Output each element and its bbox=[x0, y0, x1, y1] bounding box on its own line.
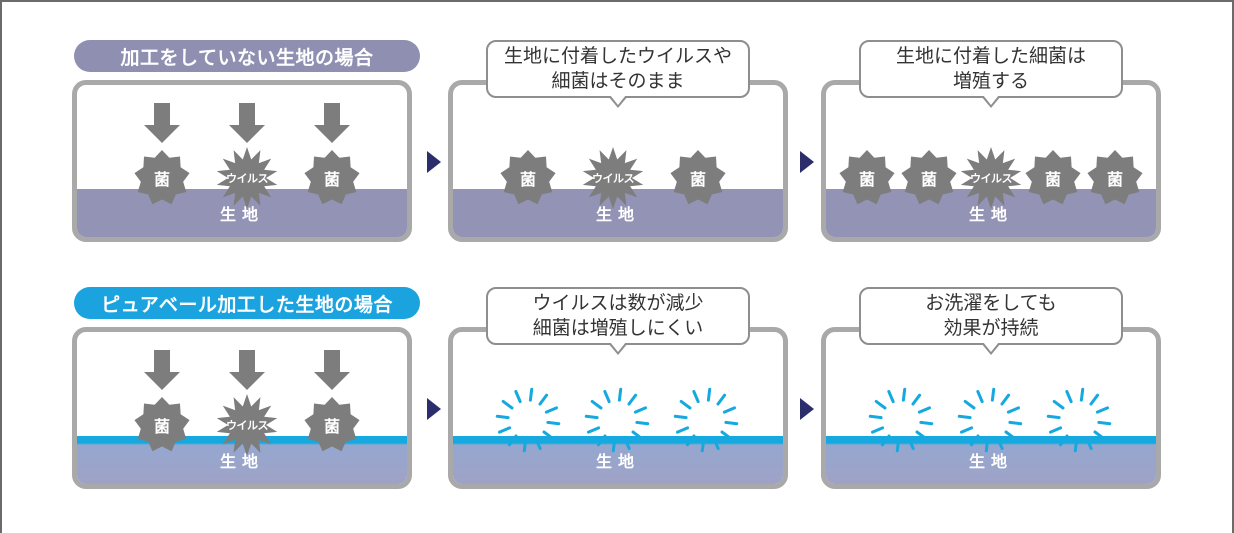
step-arrow bbox=[800, 398, 814, 420]
treated-title: ピュアベール加工した生地の場合 bbox=[74, 287, 420, 319]
bubble-line: 細菌は増殖しにくい bbox=[532, 317, 704, 339]
germ-icon: 菌 bbox=[666, 146, 730, 210]
inactivated-burst-icon bbox=[955, 385, 1025, 455]
virus-icon: ウイルス bbox=[581, 146, 645, 210]
bubble-line: ウイルスは数が減少 bbox=[532, 292, 704, 314]
virus-icon: ウイルス bbox=[215, 146, 279, 210]
inactivated-burst-icon bbox=[493, 385, 563, 455]
germ-icon: 菌 bbox=[897, 146, 961, 210]
inactivated-burst-icon bbox=[1044, 385, 1114, 455]
step-arrow bbox=[427, 398, 441, 420]
germ-icon: 菌 bbox=[130, 393, 194, 457]
step-arrow bbox=[427, 151, 441, 173]
arrow-down-icon bbox=[144, 103, 180, 147]
speech-bubble: お洗濯をしても 効果が持続 bbox=[859, 287, 1123, 355]
step-arrow bbox=[800, 151, 814, 173]
germ-icon: 菌 bbox=[130, 146, 194, 210]
germ-icon: 菌 bbox=[835, 146, 899, 210]
speech-bubble: ウイルスは数が減少 細菌は増殖しにくい bbox=[486, 287, 750, 355]
inactivated-burst-icon bbox=[866, 385, 936, 455]
bubble-line: 生地に付着したウイルスや bbox=[503, 45, 732, 67]
inactivated-burst-icon bbox=[582, 385, 652, 455]
germ-icon: 菌 bbox=[1083, 146, 1147, 210]
germ-icon: 菌 bbox=[300, 393, 364, 457]
bubble-line: 細菌はそのまま bbox=[551, 70, 685, 92]
arrow-down-icon bbox=[144, 350, 180, 394]
germ-icon: 菌 bbox=[1021, 146, 1085, 210]
untreated-title: 加工をしていない生地の場合 bbox=[74, 40, 420, 72]
bubble-line: 増殖する bbox=[952, 70, 1029, 92]
bubble-line: 生地に付着した細菌は bbox=[895, 45, 1086, 67]
speech-bubble: 生地に付着した細菌は 増殖する bbox=[859, 40, 1123, 108]
germ-icon: 菌 bbox=[300, 146, 364, 210]
fabric-band: 生地 bbox=[453, 436, 783, 484]
virus-icon: ウイルス bbox=[959, 146, 1023, 210]
fabric-band: 生地 bbox=[826, 436, 1156, 484]
arrow-down-icon bbox=[314, 103, 350, 147]
bubble-line: 効果が持続 bbox=[943, 317, 1039, 339]
speech-bubble: 生地に付着したウイルスや 細菌はそのまま bbox=[486, 40, 750, 108]
arrow-down-icon bbox=[229, 103, 265, 147]
virus-icon: ウイルス bbox=[215, 393, 279, 457]
germ-icon: 菌 bbox=[496, 146, 560, 210]
arrow-down-icon bbox=[314, 350, 350, 394]
arrow-down-icon bbox=[229, 350, 265, 394]
inactivated-burst-icon bbox=[671, 385, 741, 455]
bubble-line: お洗濯をしても bbox=[925, 292, 1057, 314]
